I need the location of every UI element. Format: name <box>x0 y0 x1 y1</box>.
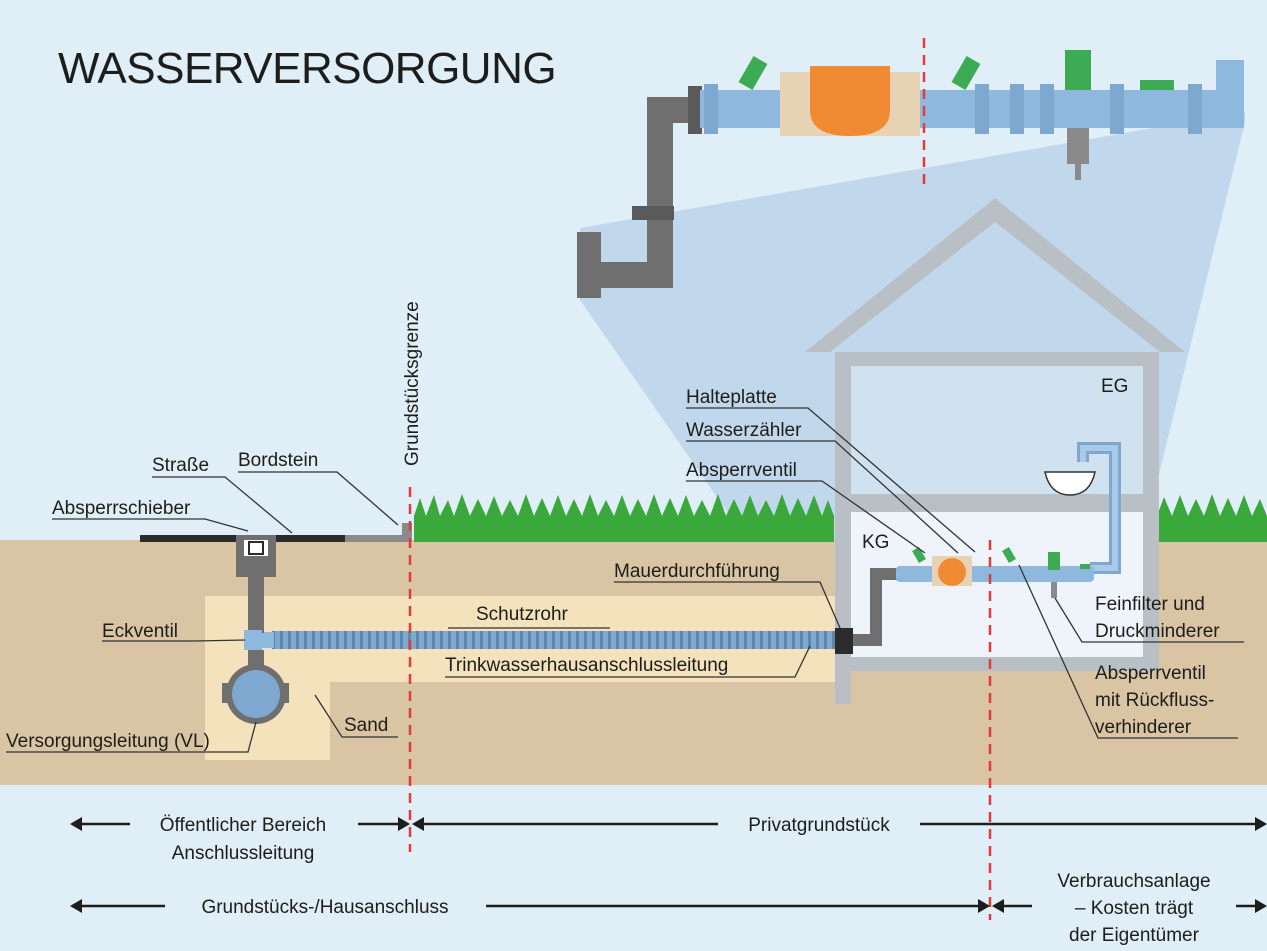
label-protective-pipe: Schutzrohr <box>476 604 569 625</box>
label-filter-line2: Druckminderer <box>1095 621 1220 642</box>
label-supply-line: Versorgungsleitung (VL) <box>6 731 210 752</box>
label-wall-passage: Mauerdurchführung <box>614 561 780 582</box>
range-house-connection: Grundstücks-/Hausanschluss <box>201 897 448 918</box>
label-holding-plate: Halteplatte <box>686 387 777 408</box>
label-gate-valve: Absperrschieber <box>52 498 191 519</box>
label-shutoff-valve: Absperrventil <box>686 460 797 481</box>
gate-valve-shaft <box>236 535 276 666</box>
supply-main <box>222 664 289 724</box>
curbstone <box>402 523 412 542</box>
range-consumer-line2: – Kosten trägt <box>1075 898 1194 919</box>
label-backflow-line3: verhinderer <box>1095 717 1192 738</box>
range-consumer-line3: der Eigentümer <box>1069 925 1200 946</box>
label-curb: Bordstein <box>238 450 318 471</box>
label-angle-valve: Eckventil <box>102 621 178 642</box>
range-private: Privatgrundstück <box>748 815 890 836</box>
leader-lines <box>6 407 1244 753</box>
label-connection-line: Trinkwasserhausanschlussleitung <box>445 655 728 676</box>
legend-band <box>0 785 1267 951</box>
riser-pipe <box>1077 442 1121 574</box>
label-water-meter: Wasserzähler <box>686 420 802 441</box>
label-basement: KG <box>862 532 889 553</box>
range-arrows <box>70 817 1267 913</box>
label-sand: Sand <box>344 715 388 736</box>
label-filter-line1: Feinfilter und <box>1095 594 1205 615</box>
grass <box>414 494 1267 542</box>
range-consumer-line1: Verbrauchsanlage <box>1057 871 1210 892</box>
label-ground-floor: EG <box>1101 376 1128 397</box>
page-title: WASSERVERSORGUNG <box>58 44 556 93</box>
curb-line <box>345 535 405 542</box>
label-property-boundary: Grundstücksgrenze <box>402 301 423 466</box>
range-public-line1: Öffentlicher Bereich <box>160 815 327 836</box>
basement-pipe-assembly <box>850 546 1094 646</box>
house <box>805 198 1185 704</box>
label-street: Straße <box>152 455 209 476</box>
detail-pipe <box>577 50 1244 298</box>
washbasin <box>1044 471 1096 496</box>
label-backflow-line2: mit Rückfluss- <box>1095 690 1214 711</box>
label-backflow-line1: Absperrventil <box>1095 663 1206 684</box>
range-public-line2: Anschlussleitung <box>172 843 315 864</box>
